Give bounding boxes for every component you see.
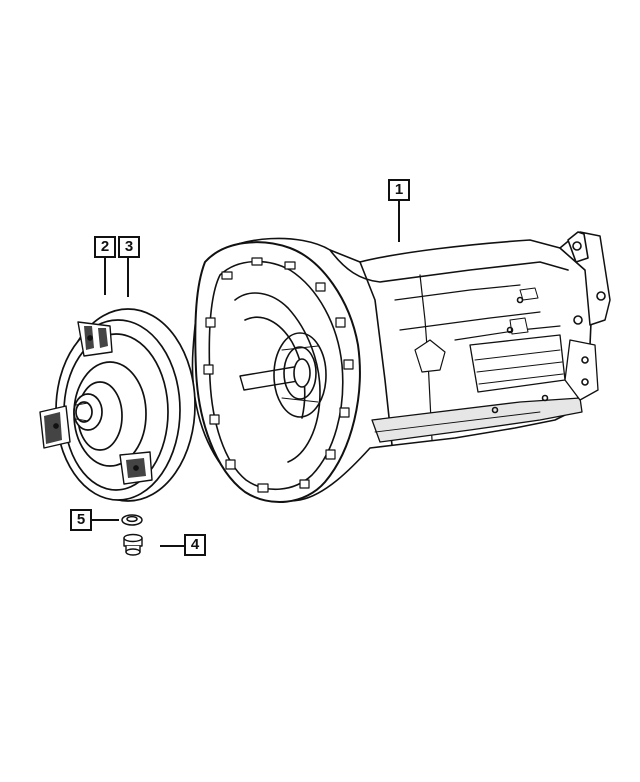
leader-line-2 <box>104 257 106 295</box>
callout-2: 2 <box>94 236 116 258</box>
callout-4: 4 <box>184 534 206 556</box>
leader-line-3 <box>127 257 129 297</box>
callout-1: 1 <box>388 179 410 201</box>
torque-converter-icon <box>39 308 196 502</box>
transmission-assembly-icon <box>191 231 611 504</box>
leader-line-4 <box>160 545 184 547</box>
leader-line-5 <box>92 519 119 521</box>
leader-line-1 <box>398 200 400 242</box>
flange-bosses <box>203 257 354 493</box>
drain-plug-icon <box>123 533 143 556</box>
callout-3: 3 <box>118 236 140 258</box>
seal-washer-icon <box>121 514 143 526</box>
callout-5: 5 <box>70 509 92 531</box>
